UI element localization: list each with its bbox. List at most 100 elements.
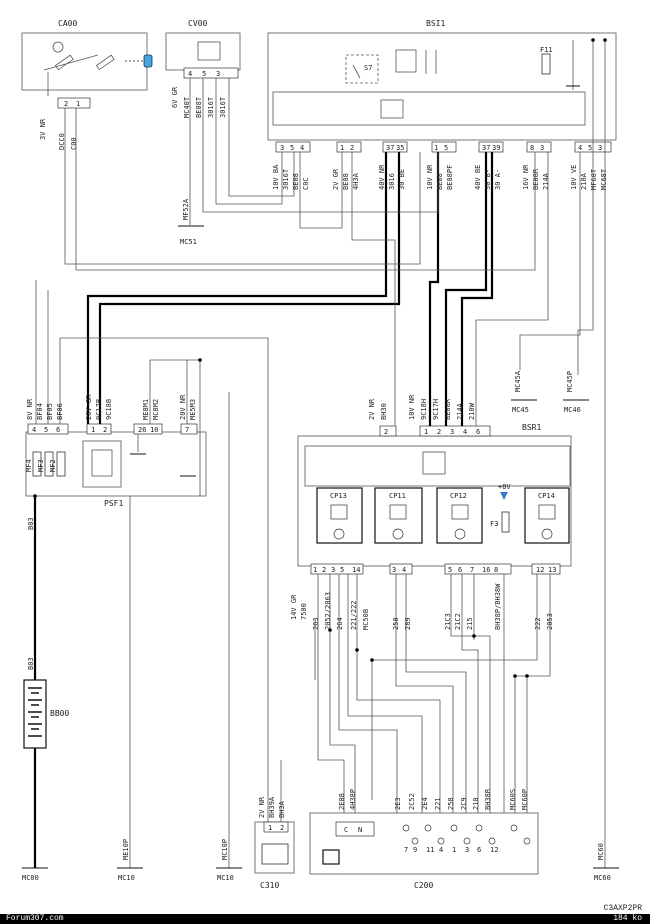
bsr1-bottom-conn-type: 14V GR (290, 594, 298, 620)
bsr1-bottom-pin: 12 (536, 566, 544, 574)
cv00-box (165, 32, 241, 71)
ground-mc10b: MC10 (217, 874, 234, 882)
bsr1-top-wire: 214A (456, 402, 464, 420)
psf1-title: PSF1 (104, 499, 123, 508)
c200-pin: 7 (404, 846, 408, 854)
bsr1-top-wire: BH30 (380, 403, 388, 420)
cv00-title: CV00 (188, 19, 207, 28)
plus8v-label: +8V (498, 483, 511, 491)
c200-wire: 250 (447, 797, 455, 810)
cv00-pin: 3 (216, 70, 220, 78)
bsi1-wire: BE08 (436, 173, 444, 190)
bsr1-top-pin: 2 (437, 428, 441, 436)
c200-wire: 2C52 (408, 793, 416, 810)
bsi1-wire: 214A (542, 172, 550, 190)
bsi1-wire: BE08PF (446, 165, 454, 190)
cv00-conn-type: 6V GR (171, 86, 179, 108)
cv00-wire: BE08T (195, 96, 203, 118)
psf1-conn-type: 20V NR (179, 394, 187, 420)
ground-mc60: MC60 (597, 843, 605, 860)
ground-mf52a: MF52A (182, 198, 190, 220)
bsi1-wire: BE08R (532, 168, 540, 190)
c200-wire: 221 (434, 797, 442, 810)
c310-wire: BH39A (268, 796, 276, 818)
ground-mc45a: MC45A (514, 370, 522, 392)
bsi1-wire: 30 B- (484, 169, 492, 190)
bsr1-top-pin: 6 (476, 428, 480, 436)
bsi1-wire: MF68T (590, 168, 598, 190)
c200-pin: 3 (465, 846, 469, 854)
bsi1-conn-type: 40V NR (378, 164, 386, 190)
diagram-reference: C3AXP2PR (603, 904, 642, 913)
psf1-fuse-mf2: MF2 (49, 459, 57, 472)
psf1-wire: 9C17B (95, 399, 103, 420)
bsi1-wire: BE08 (292, 173, 300, 190)
psf1-wire: BF04 (36, 403, 44, 420)
c200-pin: 12 (490, 846, 498, 854)
c200-wire: MC60S (509, 789, 517, 810)
footer-bar: Forum307.com 184 ko (0, 914, 650, 924)
bsi1-conn-type: 2V GR (332, 168, 340, 190)
bsi1-pin: 37 (386, 144, 394, 152)
cv00-wire: MC40T (183, 96, 191, 118)
ca00-conn-type: 3V NR (39, 118, 47, 140)
bsi1-pin: 5 (444, 144, 448, 152)
key-icon (125, 54, 153, 68)
c310-title: C310 (260, 881, 279, 890)
bsr1-bottom-pin: 1 (313, 566, 317, 574)
battery-bb00 (23, 679, 47, 749)
psf1-box (25, 431, 207, 497)
bsi1-wire: 3016 (388, 173, 396, 190)
bsi1-box (267, 32, 617, 141)
cp14-label: CP14 (538, 492, 555, 500)
bsi1-wire: C0C (302, 177, 310, 190)
bsr1-bottom-pin: 5 (340, 566, 344, 574)
bsr1-top-conn-type: 10V NR (408, 394, 416, 420)
cp12-box (436, 487, 483, 544)
ground-mc45p: MC45P (566, 371, 574, 392)
ca00-wire: C00 (70, 137, 78, 150)
bsi1-pin: 2 (350, 144, 354, 152)
bsr1-bottom-pin: 5 (448, 566, 452, 574)
ground-mc10: MC10 (118, 874, 135, 882)
bsi1-wire: BE08 (342, 173, 350, 190)
ground-mc60b: MC60 (594, 874, 611, 882)
bsi1-pin: 3 (280, 144, 284, 152)
bsi1-wire: 4H3A (352, 172, 360, 190)
bsr1-bottom-wire: 263 (312, 617, 320, 630)
psf1-pin: 6 (56, 426, 60, 434)
bsr1-top-pin: 1 (424, 428, 428, 436)
psf1-wire: ME5M3 (189, 399, 197, 420)
bsr1-top-pin: 2 (384, 428, 388, 436)
cp14-box (524, 487, 570, 544)
bsi1-pin: 3 (598, 144, 602, 152)
bsr1-bottom-pin: 2 (322, 566, 326, 574)
bsr1-top-wire: 210W (468, 402, 476, 420)
ground-mc00: MC00 (22, 874, 39, 882)
footer-site[interactable]: Forum307.com (6, 914, 64, 923)
bsi1-pin: 39 (492, 144, 500, 152)
ca00-title: CA00 (58, 19, 77, 28)
bsr1-bottom-wire: 215 (466, 617, 474, 630)
psf1-wire: BF05 (46, 403, 54, 420)
ca00-box (21, 32, 148, 91)
cp11-box (374, 487, 423, 544)
ground-mc46: MC46 (564, 406, 581, 414)
bsi1-pin: 5 (588, 144, 592, 152)
bsr1-bottom-pin: 3 (392, 566, 396, 574)
psf1-pin: 7 (185, 426, 189, 434)
bsi1-wire: 210A (580, 172, 588, 190)
bsr1-bottom-pin: 6 (458, 566, 462, 574)
psf1-pin: 26 (138, 426, 146, 434)
c310-pin: 1 (268, 824, 272, 832)
ground-me10p: ME10P (122, 839, 130, 860)
bsi1-pin: 4 (300, 144, 304, 152)
c200-pin: 1 (452, 846, 456, 854)
bsr1-bottom-wire: 250 (392, 617, 400, 630)
bb00-wire-bottom: B03 (27, 657, 35, 670)
ground-mc10p: MC10P (221, 839, 229, 860)
bsr1-bottom-wire: BH38P/BH38W (494, 583, 502, 630)
bsr1-bottom-wire: MC50B (362, 609, 370, 630)
cp12-label: CP12 (450, 492, 467, 500)
